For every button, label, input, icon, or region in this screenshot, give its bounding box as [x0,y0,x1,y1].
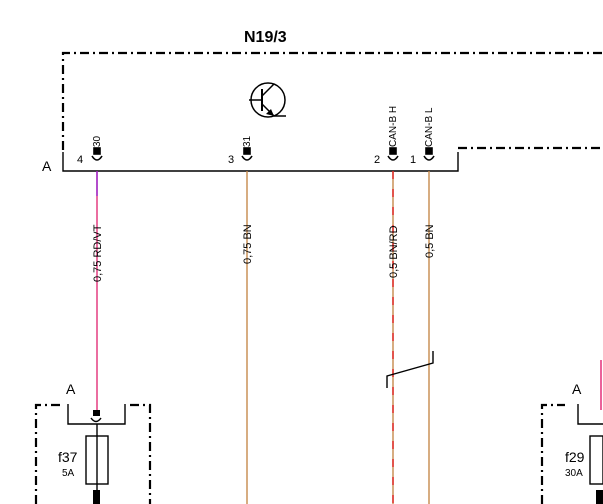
fuse-block-f37: A f37 5A [34,381,152,504]
fuse-id-f29: f29 [565,449,585,465]
pin-signal-can-l: CAN-B L [424,107,435,147]
pin-number-1: 1 [410,154,416,166]
pin-signal-31: 31 [242,135,253,147]
pin-signal-can-h: CAN-B H [388,106,399,147]
transistor-icon [249,82,286,118]
module-boundary [61,51,603,150]
fuse-connector-label-f37: A [66,381,76,397]
fuse-rating-f29: 30A [565,468,583,479]
wire-label-can-h: 0,5 BN/RD [388,225,400,278]
connector-strip: A [42,152,459,174]
pin-terminal-4 [91,147,103,161]
pin-terminal-1 [423,147,435,161]
pin-signal-30: 30 [92,135,103,147]
pin-number-4: 4 [77,154,83,166]
wire-label-can-l: 0,5 BN [424,224,436,258]
wire-label-30: 0,75 RD/VT [92,224,104,282]
connector-label: A [42,158,52,174]
pin-terminal-2 [387,147,399,161]
fuse-id-f37: f37 [58,449,78,465]
fuse-block-f29: A f29 30A [540,360,603,504]
twisted-pair-marker [386,351,434,388]
pin-terminals [91,147,435,161]
fuse-icon [589,435,603,485]
pin-number-3: 3 [228,154,234,166]
fuse-connector-label-f29: A [572,381,582,397]
module-title: N19/3 [244,29,287,46]
fuse-rating-f37: 5A [62,468,75,479]
wire-label-31: 0,75 BN [242,224,254,264]
pin-number-2: 2 [374,154,380,166]
pin-terminal-3 [241,147,253,161]
